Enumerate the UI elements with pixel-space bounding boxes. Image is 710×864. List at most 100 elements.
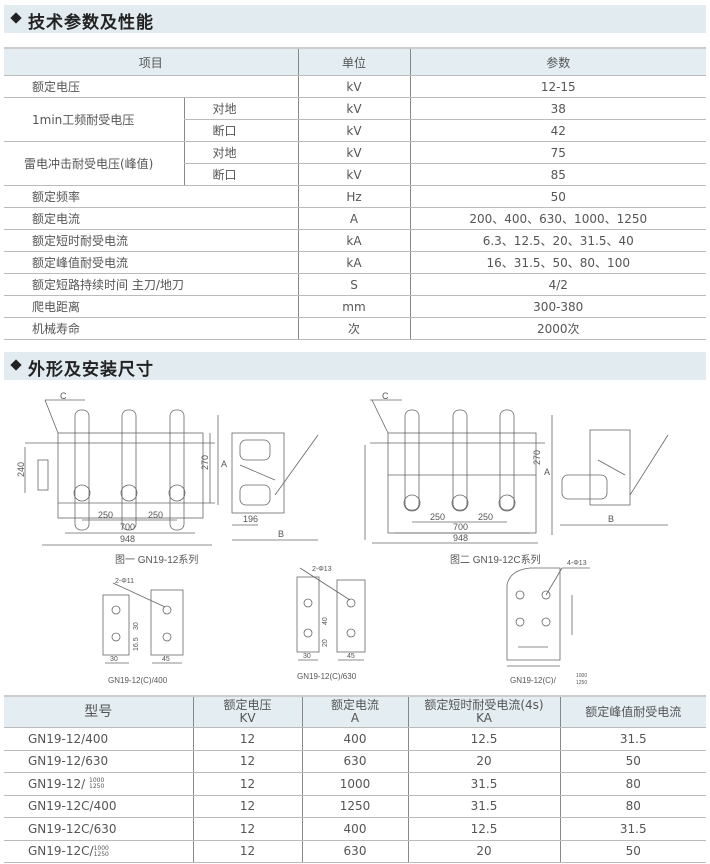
header-model: 型号 <box>4 695 193 728</box>
voltage: 12 <box>192 727 302 751</box>
label-c: C <box>382 391 389 401</box>
header-voltage-unit: KV <box>239 711 256 725</box>
short-time: 12.5 <box>407 817 560 841</box>
dim-16.5: 16.5 <box>133 637 140 651</box>
header-short-time-unit: KA <box>476 711 492 725</box>
terminal-1000-caption: GN19-12(C)/ <box>510 676 557 685</box>
header-current-unit: A <box>350 711 360 725</box>
current: 400 <box>301 727 408 751</box>
item: 爬电距离 <box>4 295 298 318</box>
value: 38 <box>409 97 706 120</box>
current: 630 <box>301 750 408 773</box>
item: 雷电冲击耐受电压(峰值) <box>4 141 184 186</box>
hole-label: 4-Φ13 <box>567 560 587 567</box>
value: 75 <box>409 141 706 164</box>
fraction-top: 1000 <box>93 844 109 852</box>
figure-2-front-view <box>364 399 553 544</box>
peak: 80 <box>559 772 706 796</box>
terminal-630-caption: GN19-12(C)/630 <box>297 672 357 681</box>
current: 630 <box>301 840 408 863</box>
diamond-icon <box>10 359 22 371</box>
section-header-params: 技术参数及性能 <box>4 5 706 33</box>
unit: kV <box>297 119 410 142</box>
value: 16、31.5、50、80、100 <box>409 251 706 274</box>
item: 额定短路持续时间 主刀/地刀 <box>4 273 298 296</box>
label-b: B <box>278 529 284 539</box>
model-name: GN19-12C/630 <box>28 821 117 836</box>
unit: mm <box>297 295 410 318</box>
item: 机械寿命 <box>4 317 298 340</box>
label-a: A <box>544 467 550 477</box>
peak: 31.5 <box>559 727 706 751</box>
fraction-top: 1000 <box>89 777 105 785</box>
unit: kV <box>297 75 410 98</box>
hole-label: 2-Φ13 <box>312 566 332 573</box>
peak: 50 <box>559 840 706 863</box>
model-name: GN19-12C/ <box>28 844 94 859</box>
section-title: 外形及安装尺寸 <box>28 360 154 380</box>
dim-30: 30 <box>303 653 311 660</box>
voltage: 12 <box>192 840 302 863</box>
peak: 80 <box>559 795 706 818</box>
dim-270: 270 <box>532 450 542 465</box>
peak: 50 <box>559 750 706 773</box>
dim-20: 20 <box>322 639 329 647</box>
label-c: C <box>60 391 67 401</box>
figure-1-caption: 图一 GN19-12系列 <box>115 553 198 566</box>
dim-700: 700 <box>120 522 135 532</box>
section-header-dimensions: 外形及安装尺寸 <box>4 352 706 380</box>
value: 300-380 <box>409 295 706 318</box>
short-time: 20 <box>407 750 560 773</box>
peak: 31.5 <box>559 817 706 841</box>
hole-label: 2-Φ11 <box>115 578 134 585</box>
voltage: 12 <box>192 795 302 818</box>
short-time: 20 <box>407 840 560 863</box>
dim-250: 250 <box>98 510 113 520</box>
current: 1250 <box>301 795 408 818</box>
value: 42 <box>409 119 706 142</box>
short-time: 12.5 <box>407 727 560 751</box>
value: 2000次 <box>409 317 706 340</box>
unit: A <box>297 207 410 230</box>
diamond-icon <box>10 12 22 24</box>
label-b: B <box>608 514 614 524</box>
current: 400 <box>301 817 408 841</box>
voltage: 12 <box>192 750 302 773</box>
unit: S <box>297 273 410 296</box>
header-voltage: 额定电压 <box>223 698 272 712</box>
table-header-row: 项目 单位 参数 <box>4 47 706 76</box>
unit: kA <box>297 251 410 274</box>
dim-250: 250 <box>478 512 493 522</box>
dim-196: 196 <box>243 514 258 524</box>
header-peak: 额定峰值耐受电流 <box>559 695 706 728</box>
dim-948: 948 <box>120 534 135 544</box>
figure-1-front-view <box>24 399 219 546</box>
unit: kV <box>297 163 410 186</box>
header-unit: 单位 <box>297 47 410 76</box>
model-name: GN19-12/630 <box>28 754 109 769</box>
figure-1-side-view <box>231 432 319 541</box>
unit: kV <box>297 141 410 164</box>
header-item: 项目 <box>4 47 298 76</box>
dimension-drawings: C 240 270 A 250 250 700 948 196 B 图一 GN1… <box>16 391 669 686</box>
value: 6.3、12.5、20、31.5、40 <box>409 229 706 252</box>
terminal-630-drawing <box>296 567 366 661</box>
value: 50 <box>409 185 706 208</box>
